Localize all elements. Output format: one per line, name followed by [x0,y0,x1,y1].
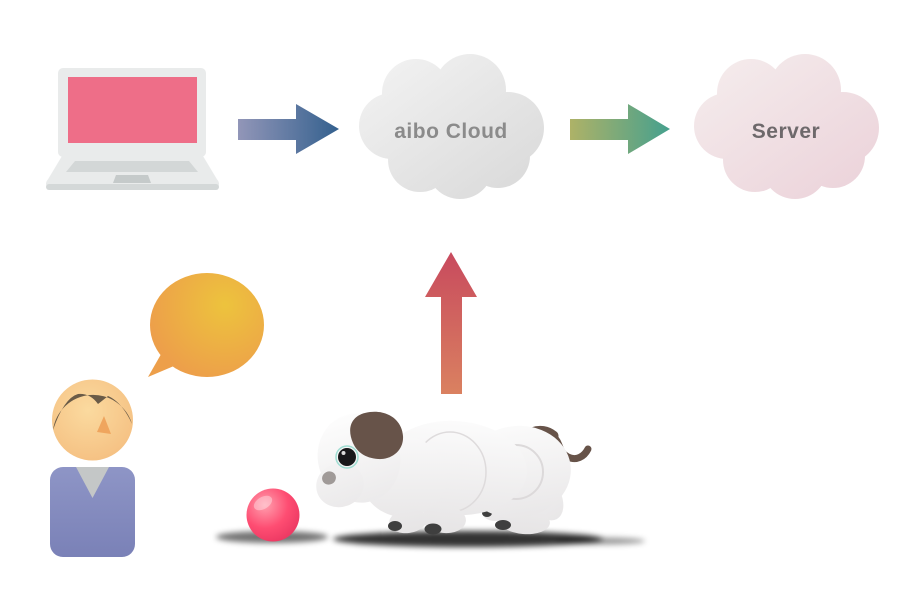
laptop-screen [68,77,197,143]
dog-eye-glint [341,451,346,455]
laptop-base-shadow [46,184,219,190]
laptop-icon [46,68,219,190]
speech-bubble-tail [148,349,181,377]
dog-toe [495,520,511,530]
aibo-robot-dog-icon [316,411,592,535]
ball-highlight [253,495,273,511]
speech-bubble-body [150,273,264,377]
dog-eye-ring [335,445,359,469]
dog-eye [338,448,356,466]
person-collar [76,467,109,498]
person-head [52,379,133,461]
arrow-aibo-cloud-to-server [570,104,670,154]
laptop-trackpad [113,175,151,183]
dog-ear [350,411,404,460]
pink-ball-icon [246,488,300,542]
speech-bubble-icon [148,273,264,377]
person-icon [50,379,135,557]
person-body [50,467,135,557]
dog-toe [424,523,442,535]
person-nose [97,416,111,434]
ground-shadow [216,531,645,547]
laptop-keyboard [66,161,198,172]
dog-nose [322,471,336,485]
arrow-laptop-to-aibo-cloud [238,104,339,154]
arrow-aibo-to-aibo-cloud [425,252,477,394]
dog-toe [388,521,402,531]
aibo-cloud-label: aibo Cloud [394,120,508,143]
aibo-cloud-node: aibo Cloud [359,54,544,199]
server-cloud-label: Server [752,120,820,143]
server-cloud-node: Server [694,54,879,199]
